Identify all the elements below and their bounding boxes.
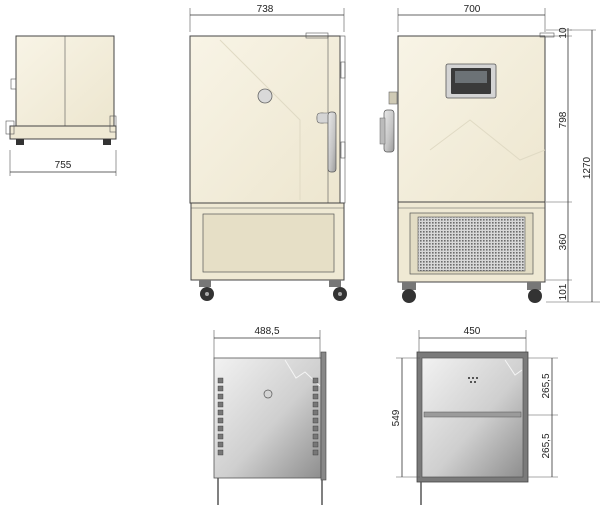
- interior-side-panel: [213, 357, 322, 479]
- interior-vent-icon: [468, 377, 478, 383]
- dim-top-gap: 10: [558, 27, 569, 39]
- dim-shelf-lower: 265,5: [541, 433, 552, 458]
- side-caster-left: [16, 139, 24, 145]
- dim-interior-width: 450: [464, 326, 481, 337]
- dim-base-height: 360: [558, 233, 569, 250]
- dim-shelf-upper: 265,5: [541, 373, 552, 398]
- front-top-cap: [305, 32, 329, 39]
- ventilation-grill-icon: [417, 216, 526, 272]
- side-view: 755: [5, 35, 117, 176]
- dim-caster-height: 101: [558, 283, 569, 300]
- front-door-handle: [327, 111, 337, 173]
- front-base-panel: [202, 213, 335, 273]
- right-caster-right: [528, 289, 542, 303]
- interior-chamber: [421, 357, 524, 478]
- dim-side-depth: 755: [55, 160, 72, 171]
- right-view: 700 10 798 1270 360 101: [379, 4, 600, 303]
- right-caster-left: [402, 289, 416, 303]
- dim-upper-height: 798: [558, 111, 569, 128]
- interior-door-edge: [320, 351, 327, 481]
- right-door-handle: [383, 109, 395, 153]
- front-view: 738: [189, 4, 347, 301]
- side-latch-left: [5, 120, 15, 135]
- side-caster-right: [103, 139, 111, 145]
- interior-port-icon: [263, 389, 273, 399]
- side-knob: [10, 78, 17, 90]
- interior-shelf: [423, 411, 522, 418]
- interior-front-section: 450 549 265,5 265,5: [391, 326, 558, 505]
- side-latch-right: [109, 115, 117, 133]
- shelf-rails-right: [312, 377, 319, 456]
- front-side-edge: [339, 35, 346, 204]
- right-knob: [388, 91, 398, 105]
- dim-right-width: 700: [464, 4, 481, 15]
- dim-total-height: 1270: [582, 156, 593, 179]
- front-port-icon: [257, 88, 273, 104]
- dim-front-width: 738: [257, 4, 274, 15]
- side-base: [9, 125, 117, 140]
- right-cabinet: [397, 35, 546, 203]
- dim-interior-depth: 488,5: [254, 326, 279, 337]
- dim-interior-height: 549: [391, 409, 402, 426]
- interior-side-section: 488,5: [213, 326, 327, 505]
- shelf-rails-left: [217, 377, 224, 456]
